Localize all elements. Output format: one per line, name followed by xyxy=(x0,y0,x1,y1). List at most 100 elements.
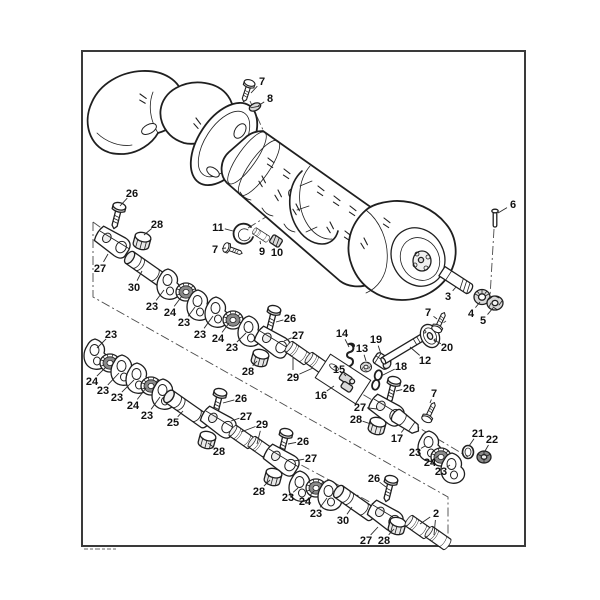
callout-label-28: 28 xyxy=(350,414,362,426)
callout-label-23: 23 xyxy=(111,392,123,404)
callout-leader-24 xyxy=(221,322,230,333)
callout-label-2: 2 xyxy=(433,508,439,520)
callout-label-26: 26 xyxy=(403,383,415,395)
right-bell-housing xyxy=(347,200,457,301)
callout-leader-11 xyxy=(224,228,234,232)
callout-leader-28 xyxy=(252,360,258,367)
callout-leader-23 xyxy=(203,315,214,329)
callout-leader-3 xyxy=(452,286,457,292)
callout-label-7: 7 xyxy=(425,307,431,319)
part-7-bolt xyxy=(430,309,450,335)
part-7-bolt xyxy=(221,241,245,259)
callout-label-24: 24 xyxy=(299,496,312,508)
callout-leader-27 xyxy=(366,407,378,410)
callout-leader-30 xyxy=(346,506,353,515)
callout-label-27: 27 xyxy=(354,402,366,414)
callout-label-30: 30 xyxy=(337,515,349,527)
callout-label-27: 27 xyxy=(94,263,106,275)
callout-leader-23 xyxy=(319,497,328,508)
callout-label-24: 24 xyxy=(164,307,177,319)
callout-label-23: 23 xyxy=(310,508,322,520)
callout-leader-7 xyxy=(433,315,438,320)
callout-label-28: 28 xyxy=(242,366,254,378)
callout-leader-29 xyxy=(299,367,314,375)
callout-leader-23 xyxy=(420,445,426,449)
part-22-nut xyxy=(476,450,492,464)
callout-label-23: 23 xyxy=(178,317,190,329)
callout-leader-26 xyxy=(379,481,387,488)
part-14-cotter-pin xyxy=(346,342,355,367)
callout-label-8: 8 xyxy=(267,93,273,105)
part-13-nut xyxy=(359,361,373,373)
callout-leader-13 xyxy=(363,354,367,362)
callout-leader-27 xyxy=(103,253,109,263)
callout-label-23: 23 xyxy=(141,410,153,422)
part-9-pin xyxy=(251,226,271,244)
part-26-bolt xyxy=(378,473,400,504)
callout-leader-23 xyxy=(107,372,120,386)
callout-label-4: 4 xyxy=(468,308,475,320)
callout-label-15: 15 xyxy=(333,364,345,376)
callout-leader-29 xyxy=(240,426,256,433)
callout-leader-28 xyxy=(388,528,395,536)
callout-label-7: 7 xyxy=(212,244,218,256)
callout-label-23: 23 xyxy=(97,385,109,397)
callout-leader-21 xyxy=(468,438,475,447)
callout-leader-26 xyxy=(275,319,284,323)
callout-label-24: 24 xyxy=(424,457,437,469)
callout-label-23: 23 xyxy=(194,329,206,341)
callout-leader-30 xyxy=(136,270,143,281)
callout-leader-26 xyxy=(119,197,128,207)
callout-label-18: 18 xyxy=(395,361,407,373)
callout-leader-5 xyxy=(487,307,494,315)
callout-leader-7 xyxy=(429,399,432,404)
callout-label-30: 30 xyxy=(128,282,140,294)
callout-label-23: 23 xyxy=(226,342,238,354)
callout-label-25: 25 xyxy=(167,417,179,429)
callout-label-28: 28 xyxy=(253,486,265,498)
callout-label-24: 24 xyxy=(86,376,99,388)
callout-leader-23 xyxy=(446,464,451,468)
part-11-clip xyxy=(232,222,254,245)
callout-leader-28 xyxy=(207,442,214,448)
part-8-cap xyxy=(247,100,263,114)
callout-label-28: 28 xyxy=(151,219,163,231)
callout-leader-23 xyxy=(96,338,107,349)
part-7-bolt xyxy=(420,399,440,425)
callout-label-23: 23 xyxy=(282,492,294,504)
callout-label-6: 6 xyxy=(510,199,516,211)
callout-leader-8 xyxy=(257,101,265,107)
callout-label-22: 22 xyxy=(486,434,498,446)
callout-leader-15 xyxy=(343,373,347,377)
callout-label-28: 28 xyxy=(378,535,390,547)
callout-leader-12 xyxy=(409,346,420,356)
callout-label-24: 24 xyxy=(212,333,225,345)
callout-label-10: 10 xyxy=(271,247,283,259)
callout-leader-6 xyxy=(497,207,508,214)
callout-leader-20 xyxy=(433,339,442,345)
callout-leader-28 xyxy=(263,479,271,487)
callout-leader-26 xyxy=(395,389,403,392)
callout-leader-19 xyxy=(377,345,382,355)
callout-leader-23 xyxy=(121,379,135,393)
callout-label-29: 29 xyxy=(256,419,268,431)
callout-leader-27 xyxy=(293,458,305,462)
callout-label-16: 16 xyxy=(315,390,327,402)
callout-leader-2 xyxy=(419,516,431,525)
callout-leader-22 xyxy=(484,444,489,452)
callout-label-26: 26 xyxy=(297,436,309,448)
part-26-bolt xyxy=(106,200,128,231)
callout-label-21: 21 xyxy=(472,428,484,440)
callout-leader-29 xyxy=(256,430,261,445)
callout-label-23: 23 xyxy=(105,329,117,341)
callout-leader-23 xyxy=(150,396,161,410)
callout-leader-24 xyxy=(96,366,107,377)
part-28-nut xyxy=(131,230,153,252)
callout-label-23: 23 xyxy=(435,466,447,478)
callout-label-23: 23 xyxy=(146,301,158,313)
callout-label-20: 20 xyxy=(441,342,453,354)
callout-leader-23 xyxy=(155,289,165,301)
